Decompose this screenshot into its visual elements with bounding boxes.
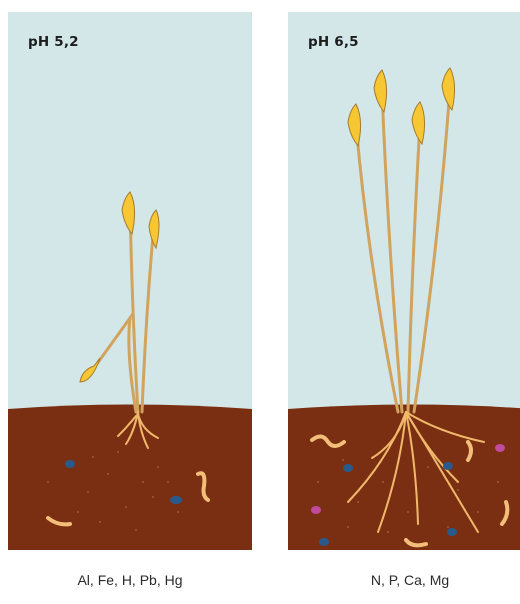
caption-acidic-elements: Al, Fe, H, Pb, Hg (8, 572, 252, 588)
panel-neutral-soil: pH 6,5 (288, 12, 520, 550)
soil-layer (8, 405, 252, 551)
ph-label-acidic: pH 5,2 (28, 34, 79, 50)
neutral-soil-illustration (288, 12, 520, 550)
ph-label-neutral: pH 6,5 (308, 34, 359, 50)
acidic-soil-illustration (8, 12, 252, 550)
panel-acidic-soil: pH 5,2 (8, 12, 252, 550)
caption-nutrient-elements: N, P, Ca, Mg (288, 572, 520, 588)
